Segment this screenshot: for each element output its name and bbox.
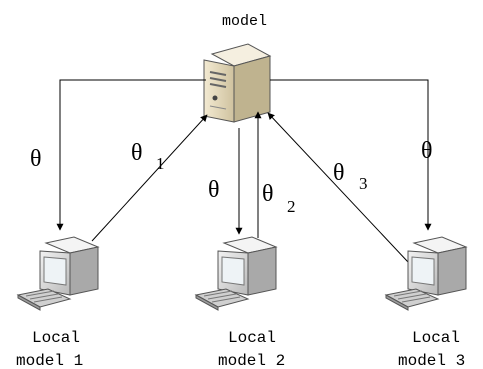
client-1-label-line2: model 1 (16, 352, 83, 369)
client-3-label-line1: Local (412, 329, 460, 347)
upload-theta-label-1: θ (131, 140, 143, 166)
broadcast-theta-label-1: θ (30, 146, 42, 172)
upload-edge-3 (267, 112, 409, 263)
broadcast-edge-1 (56, 79, 206, 231)
broadcast-theta-label-2: θ (208, 177, 220, 203)
client-computer-icon-3 (384, 236, 468, 311)
client-2-label-line2: model 2 (218, 352, 285, 369)
server-icon (203, 43, 272, 123)
upload-subscript-2: 2 (287, 197, 296, 216)
client-computer-icon-2 (194, 236, 278, 311)
upload-edge-1 (91, 114, 208, 242)
server-label: model (222, 13, 267, 30)
upload-subscript-3: 3 (359, 174, 368, 193)
client-1-label-line1: Local (32, 329, 80, 347)
upload-subscript-1: 1 (156, 154, 165, 173)
upload-theta-label-2: θ (262, 181, 274, 207)
client-2-label-line1: Local (228, 329, 276, 347)
broadcast-edge-3 (270, 79, 432, 231)
client-computer-icon-1 (16, 236, 100, 311)
broadcast-theta-label-3: θ (421, 138, 433, 164)
client-3-label-line2: model 3 (398, 352, 465, 369)
upload-theta-label-3: θ (333, 160, 345, 186)
